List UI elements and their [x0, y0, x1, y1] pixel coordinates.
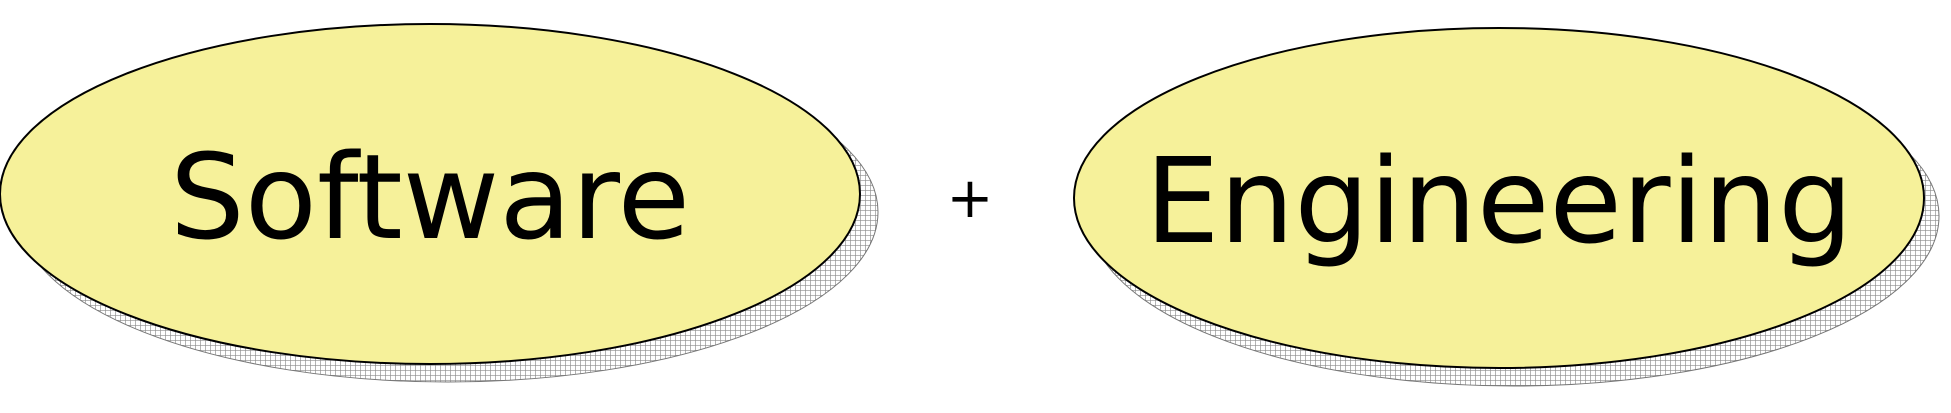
engineering-ellipse [1073, 27, 1925, 369]
software-node: Software [0, 23, 879, 383]
engineering-label: Engineering [1145, 132, 1853, 270]
software-ellipse [0, 23, 861, 365]
software-label: Software [170, 128, 690, 266]
engineering-node: Engineering [1073, 27, 1940, 387]
plus-operator: + [947, 166, 994, 231]
